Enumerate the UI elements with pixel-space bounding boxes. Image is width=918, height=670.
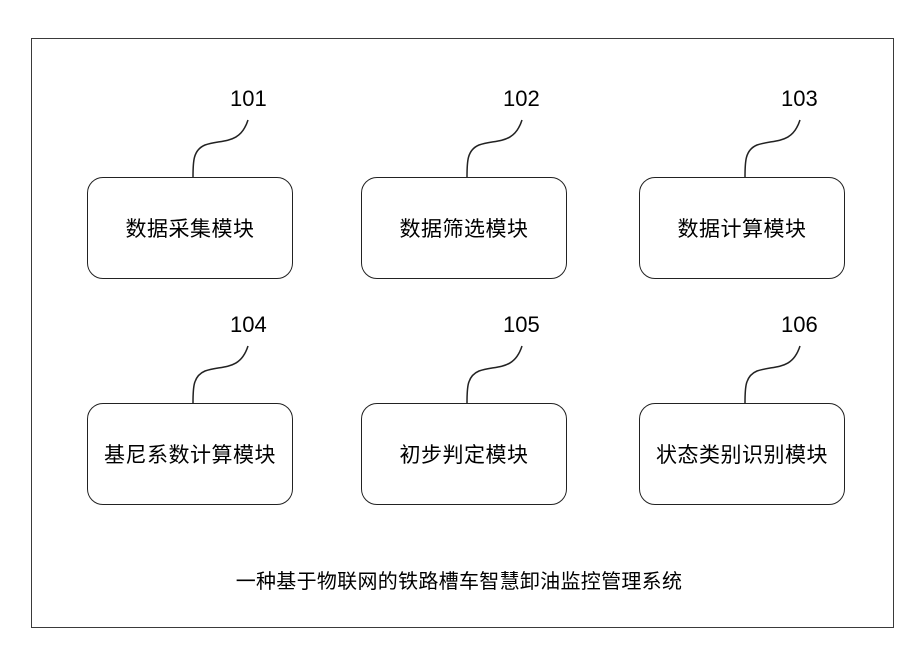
system-title: 一种基于物联网的铁路槽车智慧卸油监控管理系统 <box>0 565 918 594</box>
module-label: 状态类别识别模块 <box>656 439 828 469</box>
ref-number-101: 101 <box>230 86 267 112</box>
module-label: 初步判定模块 <box>400 439 529 469</box>
ref-number-104: 104 <box>230 312 267 338</box>
ref-number-106: 106 <box>781 312 818 338</box>
ref-number-105: 105 <box>503 312 540 338</box>
module-box-data-screening: 数据筛选模块 <box>361 177 567 279</box>
module-box-preliminary-judgment: 初步判定模块 <box>361 403 567 505</box>
module-label: 基尼系数计算模块 <box>104 439 276 469</box>
leader-line-102 <box>467 120 522 177</box>
leader-line-106 <box>745 346 800 403</box>
ref-number-103: 103 <box>781 86 818 112</box>
module-label: 数据筛选模块 <box>400 213 529 243</box>
leader-line-104 <box>193 346 248 403</box>
ref-number-102: 102 <box>503 86 540 112</box>
module-label: 数据计算模块 <box>678 213 807 243</box>
module-box-state-identification: 状态类别识别模块 <box>639 403 845 505</box>
module-box-data-collection: 数据采集模块 <box>87 177 293 279</box>
module-box-data-calculation: 数据计算模块 <box>639 177 845 279</box>
leader-line-103 <box>745 120 800 177</box>
module-box-gini-calculation: 基尼系数计算模块 <box>87 403 293 505</box>
module-label: 数据采集模块 <box>126 213 255 243</box>
leader-line-101 <box>193 120 248 177</box>
leader-line-105 <box>467 346 522 403</box>
